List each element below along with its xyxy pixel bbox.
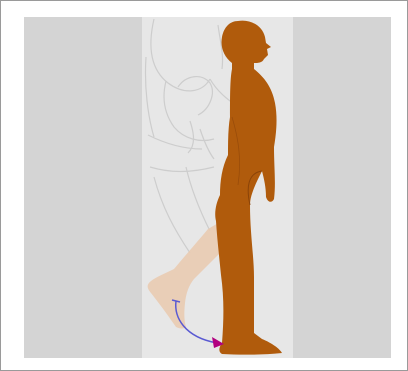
human-figure: [215, 21, 282, 355]
leg-movement-illustration: [24, 17, 391, 358]
raised-leg-ghost: [148, 222, 224, 329]
illustration-panel: [24, 17, 391, 358]
